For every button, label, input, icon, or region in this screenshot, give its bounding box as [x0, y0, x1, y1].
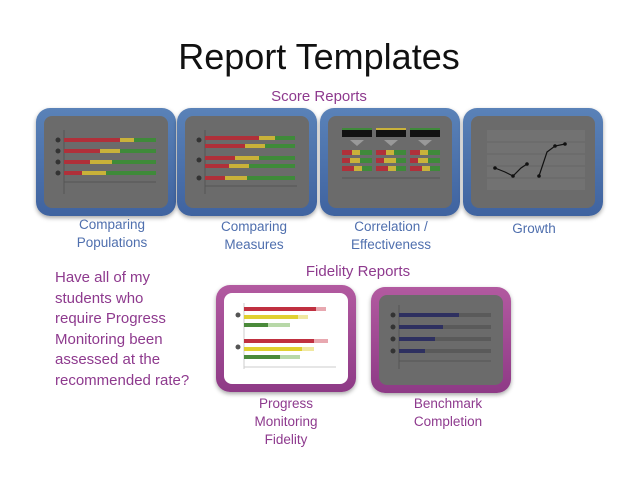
comparing-populations-thumbnail	[44, 116, 168, 208]
growth-caption: Growth	[512, 221, 556, 236]
page-title: Report Templates	[178, 36, 460, 77]
fidelity-question: Have all of my students who require Prog…	[55, 269, 190, 389]
correlation-effectiveness-tile[interactable]	[320, 108, 460, 216]
comparing-populations-caption: Comparing Populations	[76, 217, 148, 250]
benchmark-completion-tile[interactable]	[371, 287, 511, 393]
score-reports-heading: Score Reports	[271, 88, 367, 105]
comparing-measures-thumbnail	[185, 116, 309, 208]
comparing-populations-tile[interactable]	[36, 108, 176, 216]
comparing-measures-caption: Comparing Measures	[220, 219, 288, 252]
benchmark-completion-thumbnail	[379, 295, 503, 385]
growth-thumbnail	[471, 116, 595, 208]
progress-monitoring-fidelity-thumbnail	[224, 293, 348, 384]
growth-tile[interactable]	[463, 108, 603, 216]
progress-monitoring-fidelity-caption: Progress Monitoring Fidelity	[254, 396, 318, 447]
correlation-effectiveness-thumbnail	[328, 116, 452, 208]
progress-monitoring-fidelity-tile[interactable]	[216, 285, 356, 392]
comparing-measures-tile[interactable]	[177, 108, 317, 216]
fidelity-reports-heading: Fidelity Reports	[305, 263, 411, 280]
correlation-effectiveness-caption: Correlation / Effectiveness	[350, 219, 432, 252]
benchmark-completion-caption: Benchmark Completion	[413, 396, 483, 429]
